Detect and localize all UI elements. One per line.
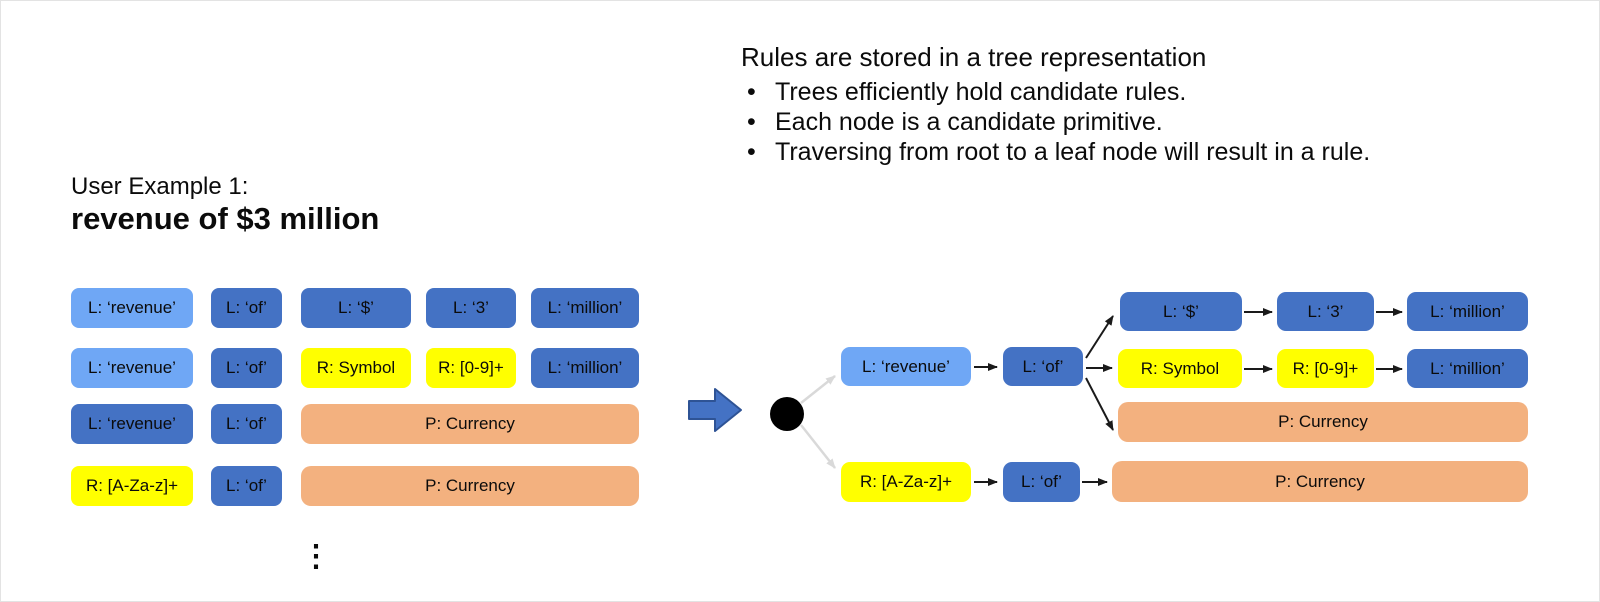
token-box: L: ‘of’ bbox=[211, 404, 282, 444]
tree-node-three: L: ‘3’ bbox=[1277, 292, 1374, 331]
token-box: P: Currency bbox=[301, 404, 639, 444]
bullet-text: Each node is a candidate primitive. bbox=[775, 108, 1163, 136]
token-box: L: ‘revenue’ bbox=[71, 404, 193, 444]
tree-node-of-upper: L: ‘of’ bbox=[1003, 347, 1083, 386]
token-box: L: ‘revenue’ bbox=[71, 288, 193, 328]
token-box: R: Symbol bbox=[301, 348, 411, 388]
bullet-icon: • bbox=[747, 138, 756, 166]
tree-node-symbol: R: Symbol bbox=[1118, 349, 1242, 388]
token-box: L: ‘million’ bbox=[531, 288, 639, 328]
token-box: L: ‘million’ bbox=[531, 348, 639, 388]
token-box: L: ‘of’ bbox=[211, 288, 282, 328]
tree-node-currency-2: P: Currency bbox=[1112, 461, 1528, 502]
bullet-text: Traversing from root to a leaf node will… bbox=[775, 138, 1371, 166]
right-panel: Rules are stored in a tree representatio… bbox=[741, 41, 1571, 167]
tree-node-revenue: L: ‘revenue’ bbox=[841, 347, 971, 386]
example-title: revenue of $3 million bbox=[71, 201, 380, 236]
tree-node-dollar: L: ‘$’ bbox=[1120, 292, 1242, 331]
token-box: R: [A-Za-z]+ bbox=[71, 466, 193, 506]
bullet-icon: • bbox=[747, 78, 756, 106]
token-box: P: Currency bbox=[301, 466, 639, 506]
tree-node-alpha: R: [A-Za-z]+ bbox=[841, 462, 971, 502]
example-subtitle: User Example 1: bbox=[71, 173, 249, 200]
vertical-ellipsis-icon: ⋮ bbox=[301, 540, 331, 573]
tree-heading: Rules are stored in a tree representatio… bbox=[741, 42, 1207, 72]
tree-root-node bbox=[770, 397, 804, 431]
tree-node-digits: R: [0-9]+ bbox=[1277, 349, 1374, 388]
token-box: L: ‘revenue’ bbox=[71, 348, 193, 388]
tree-node-million-2: L: ‘million’ bbox=[1407, 349, 1528, 388]
token-box: R: [0-9]+ bbox=[426, 348, 516, 388]
tree-node-currency-1: P: Currency bbox=[1118, 402, 1528, 442]
bullet-icon: • bbox=[747, 108, 756, 136]
token-box: L: ‘3’ bbox=[426, 288, 516, 328]
token-box: L: ‘of’ bbox=[211, 466, 282, 506]
bullet-item: • Trees efficiently hold candidate rules… bbox=[741, 77, 1571, 107]
token-box: L: ‘of’ bbox=[211, 348, 282, 388]
tree-node-of-lower: L: ‘of’ bbox=[1003, 462, 1080, 502]
bullet-item: • Traversing from root to a leaf node wi… bbox=[741, 137, 1571, 167]
bullet-text: Trees efficiently hold candidate rules. bbox=[775, 78, 1187, 106]
tree-node-million-1: L: ‘million’ bbox=[1407, 292, 1528, 331]
token-box: L: ‘$’ bbox=[301, 288, 411, 328]
bullet-item: • Each node is a candidate primitive. bbox=[741, 107, 1571, 137]
